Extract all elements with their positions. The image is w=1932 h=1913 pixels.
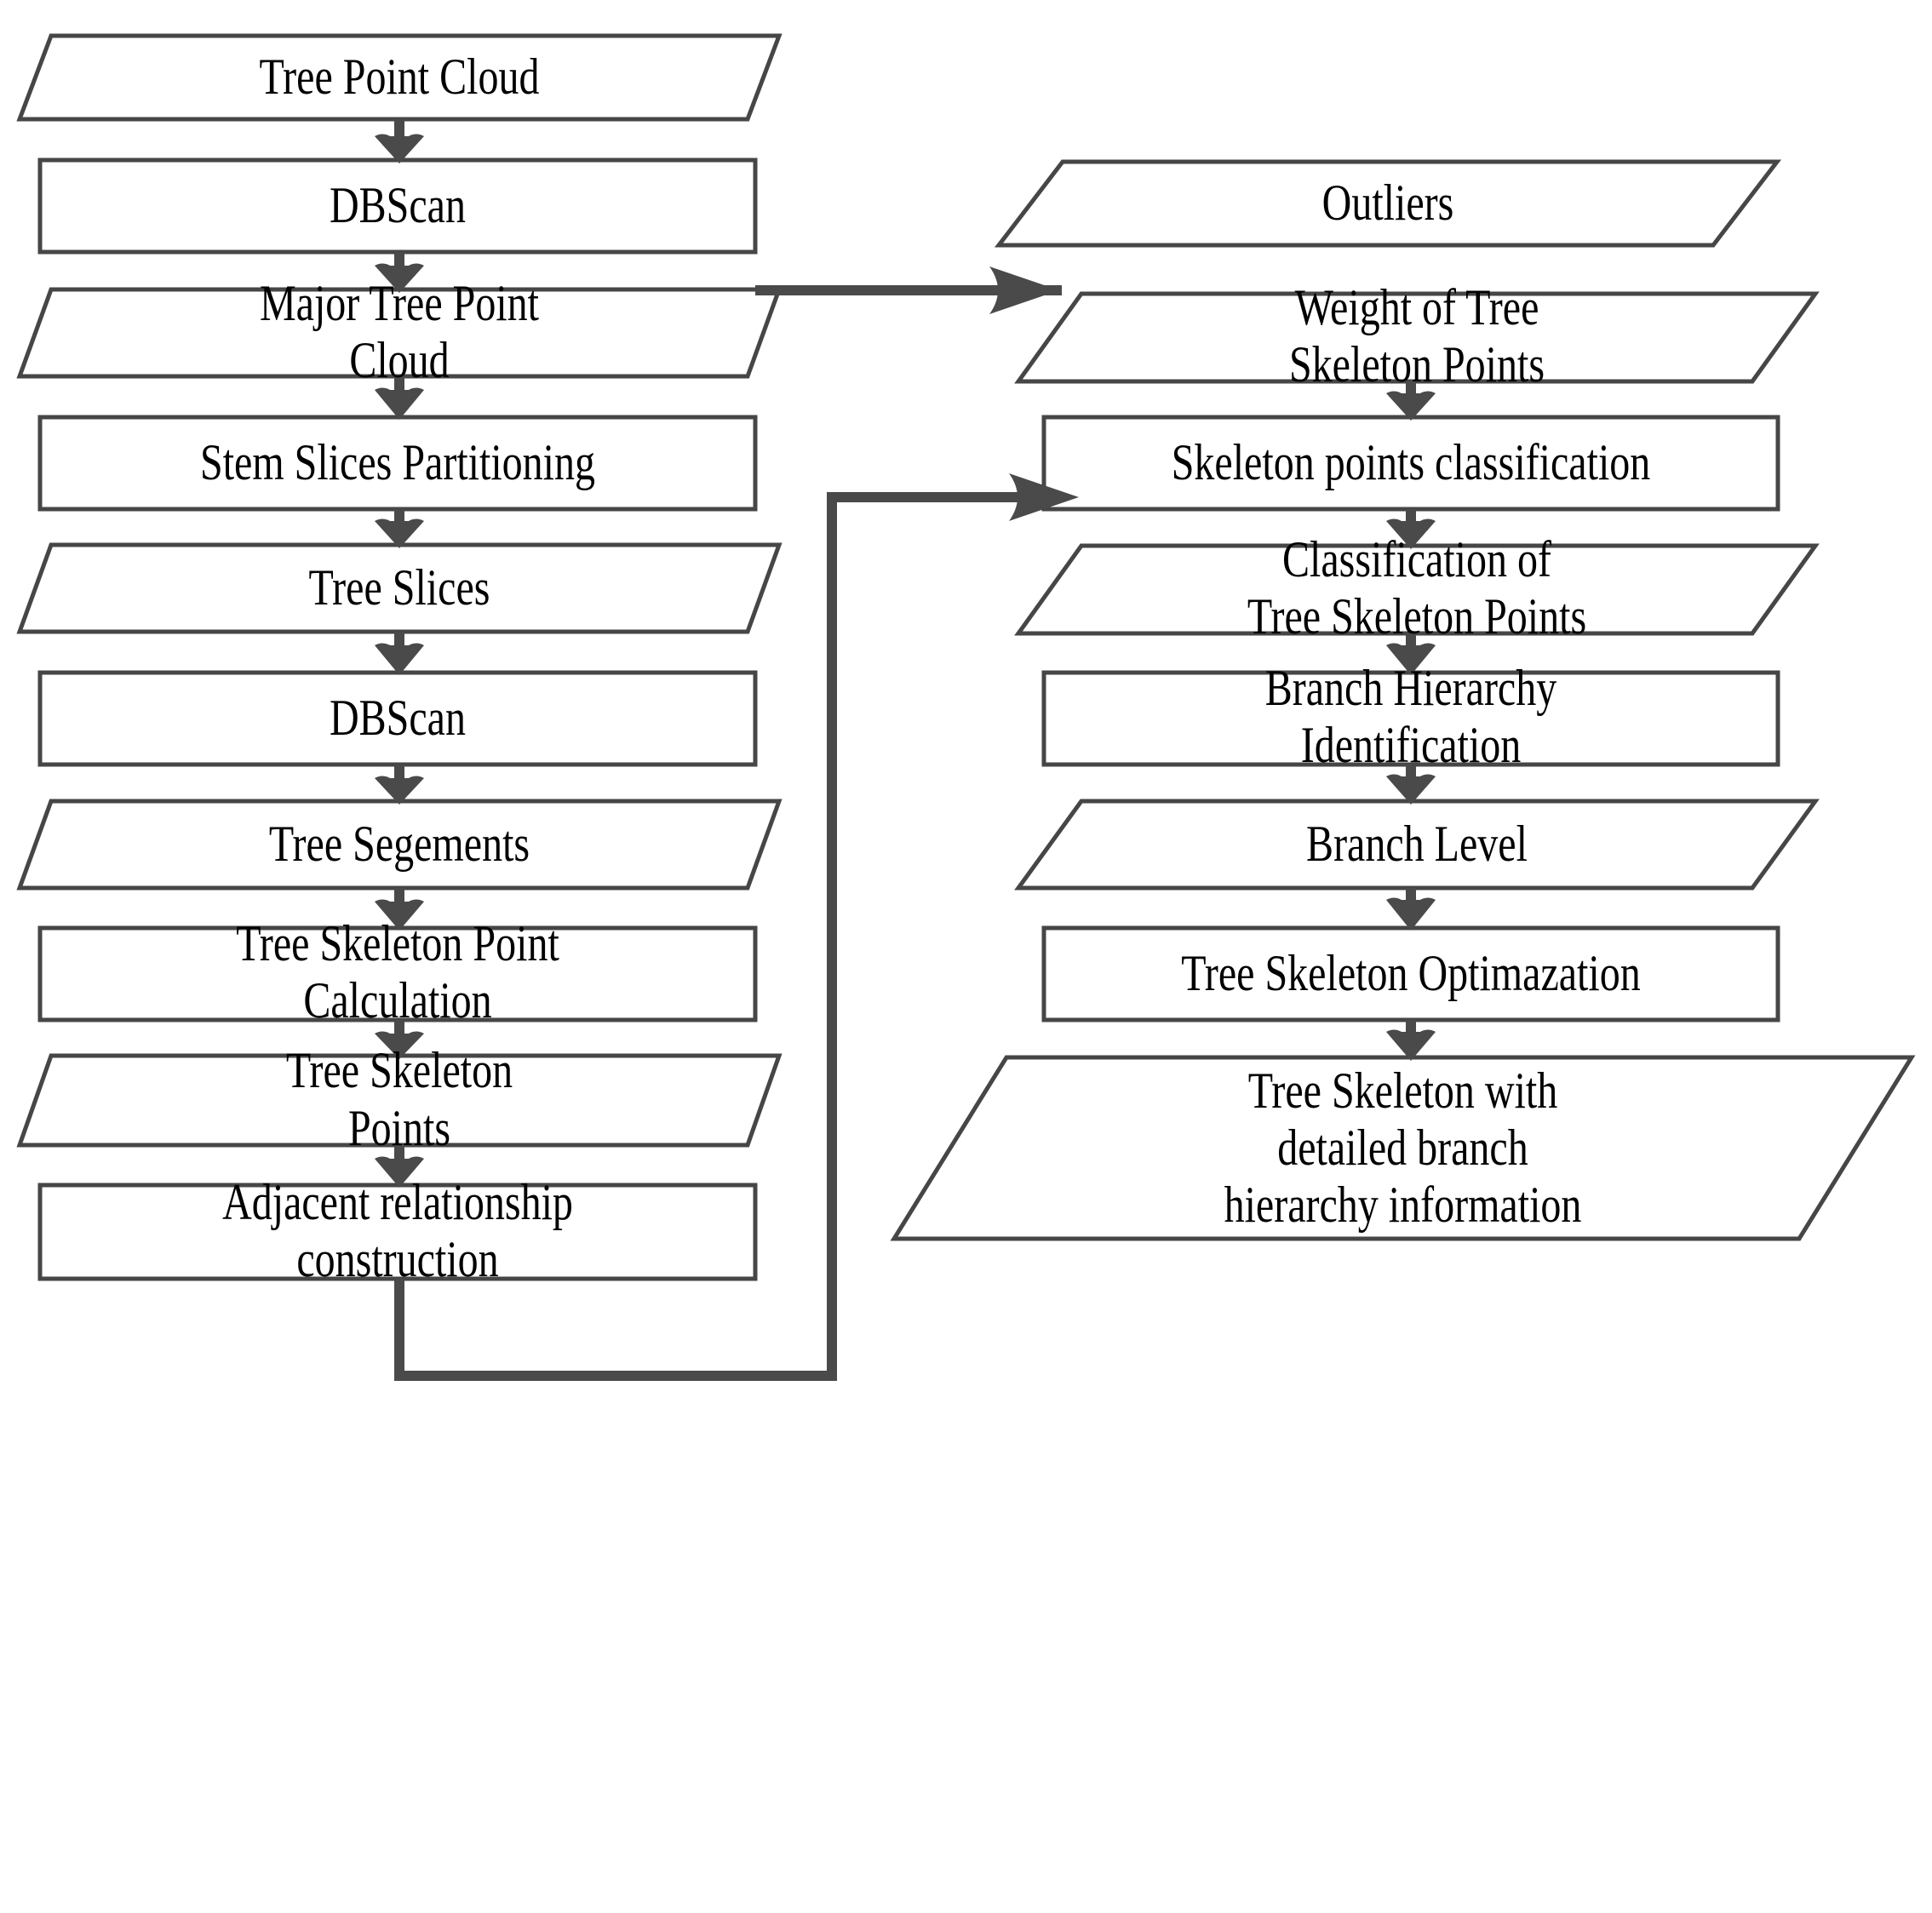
edge-tree-skeleton-point-calc-to-tree-skeleton-points: [375, 1020, 424, 1059]
node-shape-weight-of-tree-skel-points[interactable]: [1014, 291, 1820, 384]
node-shape-tree-slices[interactable]: [16, 542, 783, 634]
node-shape-dbscan-2[interactable]: [37, 670, 758, 767]
node-shape-branch-hierarchy-ident[interactable]: [1041, 670, 1780, 767]
edge-weight-of-tree-skel-points-to-skeleton-points-classif: [1386, 381, 1436, 421]
edge-classification-of-tsp-to-branch-hierarchy-ident: [1386, 633, 1436, 675]
edge-tree-slices-to-dbscan-2: [375, 632, 424, 675]
edge-branch-hierarchy-ident-to-branch-level: [1386, 765, 1436, 805]
edge-tree-skeleton-optimazation-to-tree-skeleton-with-detail: [1386, 1020, 1436, 1061]
node-shape-tree-segements[interactable]: [16, 799, 783, 891]
edge-adjacent-relationship-loop: [394, 473, 1079, 1381]
node-shape-tree-skeleton-with-detail[interactable]: [890, 1055, 1916, 1241]
edge-tree-skeleton-points-to-adjacent-relationship: [375, 1145, 424, 1188]
edge-dbscan-1-to-major-tree-point-cloud: [375, 252, 424, 293]
node-shape-tree-point-cloud[interactable]: [16, 33, 783, 122]
node-shape-tree-skeleton-point-calc[interactable]: [37, 925, 758, 1022]
edge-branch-level-to-tree-skeleton-optimazation: [1386, 888, 1436, 931]
node-shape-dbscan-1[interactable]: [37, 158, 758, 255]
node-shape-classification-of-tsp[interactable]: [1014, 543, 1820, 636]
edge-tree-segements-to-tree-skeleton-point-calc: [375, 888, 424, 931]
node-shape-tree-skeleton-optimazation[interactable]: [1041, 925, 1780, 1022]
node-shape-tree-skeleton-points[interactable]: [16, 1053, 783, 1148]
edge-dbscan-1-to-outliers: [755, 266, 1062, 314]
node-shape-branch-level[interactable]: [1014, 799, 1820, 891]
edge-tree-point-cloud-to-dbscan-1: [375, 119, 424, 163]
edge-dbscan-2-to-tree-segements: [375, 765, 424, 805]
node-shape-outliers[interactable]: [994, 159, 1782, 248]
node-shape-major-tree-point-cloud[interactable]: [16, 287, 783, 379]
node-shape-adjacent-relationship[interactable]: [37, 1183, 758, 1281]
edge-skeleton-points-classif-to-classification-of-tsp: [1386, 509, 1436, 549]
node-shape-stem-slices-partitioning[interactable]: [37, 415, 758, 512]
edge-major-tree-point-cloud-to-stem-slices-partitioning: [375, 376, 424, 420]
edge-stem-slices-partitioning-to-tree-slices: [375, 509, 424, 548]
node-shape-skeleton-points-classif[interactable]: [1041, 415, 1780, 512]
